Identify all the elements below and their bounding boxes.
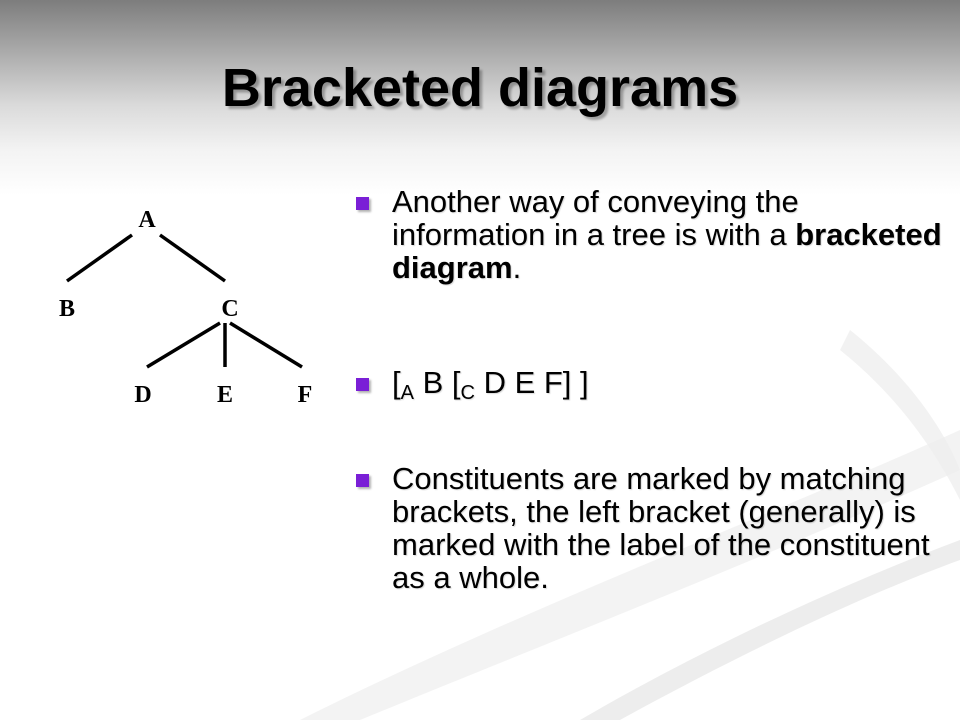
tree-node-e: E (217, 382, 233, 408)
tree-node-b: B (59, 296, 75, 322)
tree-node-a: A (138, 207, 156, 233)
bullet-item-constituents: Constituents are marked by matching brac… (354, 462, 954, 594)
bold-term: bracketed diagram (392, 217, 942, 285)
bracket-label-a: A (400, 382, 414, 404)
square-bullet-icon (356, 378, 369, 391)
bullet-item-definition: Another way of conveying the information… (354, 185, 954, 284)
bracket-b-part: B (413, 365, 452, 400)
bracket-label-c: C (460, 382, 475, 404)
bullet-list: Another way of conveying the information… (354, 185, 954, 594)
bracket-open-c: [ (451, 365, 461, 400)
edge-a-b (65, 233, 134, 283)
tree-diagram: A B C D E F (59, 207, 313, 408)
bullet-text-end: . (512, 250, 522, 285)
square-bullet-icon (356, 197, 369, 210)
tree-node-d: D (134, 382, 151, 408)
bullet-item-bracket-example: [A B [C D E F] ] (354, 365, 954, 403)
bracket-open-a: [ (392, 365, 401, 400)
tree-node-c: C (221, 296, 238, 322)
edge-a-c (158, 233, 227, 283)
edge-c-d (146, 321, 221, 369)
square-bullet-icon (356, 474, 369, 487)
bracket-rest: D E F] ] (474, 365, 589, 400)
edge-c-f (229, 321, 303, 369)
tree-node-f: F (298, 382, 313, 408)
bullet-text: Constituents are marked by matching brac… (392, 461, 930, 595)
slide-title: Bracketed diagrams (221, 58, 739, 118)
bullet-text: Another way of conveying the information… (392, 184, 799, 252)
